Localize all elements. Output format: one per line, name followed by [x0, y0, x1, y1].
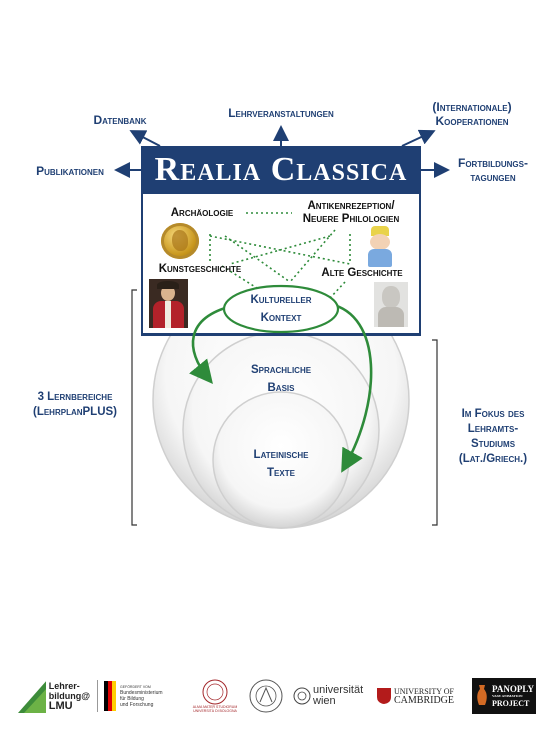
- label-antikenrezeption: Antikenrezeption/ Neuere Philologien: [290, 200, 412, 226]
- logo-divider: [97, 680, 98, 712]
- title-banner: Realia Classica: [141, 146, 421, 194]
- wien-line2: wien: [313, 695, 336, 707]
- texte-line2: Texte: [267, 467, 295, 479]
- lernbereiche-line1: 3 Lernbereiche: [37, 391, 113, 403]
- page-title: Realia Classica: [154, 151, 408, 188]
- label-archaeologie: Archäologie: [170, 207, 234, 219]
- kooperationen-line2: Kooperationen: [435, 114, 509, 128]
- left-bracket: [131, 289, 137, 526]
- kooperationen-line1: (Internationale): [432, 100, 512, 114]
- bologna-line1: ALMA MATER STUDIORUM: [192, 705, 238, 709]
- label-alte-geschichte: Alte Geschichte: [321, 267, 403, 279]
- bmbf-line1: Bundesministerium: [120, 690, 163, 696]
- panoply-line2: VASE ANIMATION: [492, 693, 523, 698]
- fokus-line1: Im Fokus des: [461, 408, 525, 420]
- label-sprachliche-basis: Sprachliche Basis: [231, 361, 331, 397]
- label-lernbereiche: 3 Lernbereiche (LehrplanPLUS): [22, 390, 128, 420]
- arrow-kooperationen: [401, 129, 436, 147]
- panoply-line1: PANOPLY: [492, 683, 535, 694]
- fortbildung-line1: Fortbildungs-: [458, 156, 528, 170]
- university-seal-icon: [249, 679, 283, 713]
- logo-cambridge: UNIVERSITY OF CAMBRIDGE: [377, 678, 467, 714]
- texte-line1: Lateinische: [253, 449, 309, 461]
- portrait-painting-image: [149, 279, 188, 328]
- logo-bmbf: GEFÖRDERT VOM Bundesministerium für Bild…: [104, 678, 184, 714]
- gold-coin-image: [161, 223, 199, 259]
- bmbf-small: GEFÖRDERT VOM: [120, 685, 151, 689]
- label-kooperationen: (Internationale) Kooperationen: [412, 100, 532, 128]
- label-lehrveranstaltungen: Lehrveranstaltungen: [228, 106, 334, 120]
- kontext-line1: Kultureller: [250, 294, 312, 306]
- label-fokus: Im Fokus des Lehramts- Studiums (Lat./Gr…: [440, 407, 546, 467]
- lmu-triangle-icon: [18, 681, 46, 713]
- panel-bottom-border: [141, 334, 421, 336]
- lernbereiche-line2: (LehrplanPLUS): [32, 406, 118, 418]
- lmu-line2: bildung@: [48, 691, 90, 701]
- fortbildung-line2: tagungen: [470, 170, 516, 184]
- wien-seal-icon: [293, 687, 311, 705]
- right-bracket: [432, 339, 438, 526]
- arrow-datenbank: [129, 130, 161, 147]
- lmu-line3: LMU: [48, 700, 73, 712]
- bologna-seal-icon: [202, 679, 228, 705]
- label-lateinische-texte: Lateinische Texte: [231, 446, 331, 482]
- fokus-line3: Studiums: [470, 438, 516, 450]
- label-antikenrezeption-line1: Antikenrezeption/: [307, 200, 395, 212]
- federal-flag-icon: [104, 681, 116, 711]
- logo-lehrerbildung-lmu: Lehrer- bildung@ LMU: [18, 678, 90, 714]
- wien-line1: universität: [313, 684, 364, 696]
- label-datenbank: Datenbank: [93, 113, 147, 127]
- logo-panoply: PANOPLY VASE ANIMATION PROJECT: [472, 678, 536, 714]
- fokus-line2: Lehramts-: [467, 423, 519, 435]
- marble-bust-image: [374, 282, 408, 327]
- cambridge-line2: CAMBRIDGE: [394, 695, 455, 706]
- cambridge-line1: UNIVERSITY OF: [394, 687, 454, 696]
- basis-line2: Basis: [267, 382, 295, 394]
- kontext-line2: Kontext: [260, 312, 302, 324]
- logo-wien: universität wien: [293, 678, 375, 714]
- fokus-line4: (Lat./Griech.): [458, 453, 528, 465]
- bmbf-line2: für Bildung: [120, 696, 144, 702]
- logo-bologna: ALMA MATER STUDIORUM UNIVERSITÀ DI BOLOG…: [188, 678, 242, 714]
- cartoon-figure-image: [365, 226, 395, 268]
- cambridge-shield-icon: [377, 688, 391, 704]
- panoply-line3: PROJECT: [492, 698, 530, 708]
- basis-line1: Sprachliche: [250, 364, 312, 376]
- panoply-vase-icon: [477, 685, 487, 705]
- bmbf-line3: und Forschung: [120, 702, 154, 708]
- label-fortbildungstagungen: Fortbildungs- tagungen: [440, 156, 546, 184]
- logo-seal: [248, 678, 288, 714]
- label-kunstgeschichte: Kunstgeschichte: [158, 263, 242, 275]
- label-publikationen: Publikationen: [36, 164, 104, 178]
- bologna-line2: UNIVERSITÀ DI BOLOGNA: [193, 709, 237, 713]
- label-antikenrezeption-line2: Neuere Philologien: [302, 213, 400, 225]
- lmu-line1: Lehrer-: [48, 681, 80, 691]
- label-kultureller-kontext: Kultureller Kontext: [231, 291, 331, 327]
